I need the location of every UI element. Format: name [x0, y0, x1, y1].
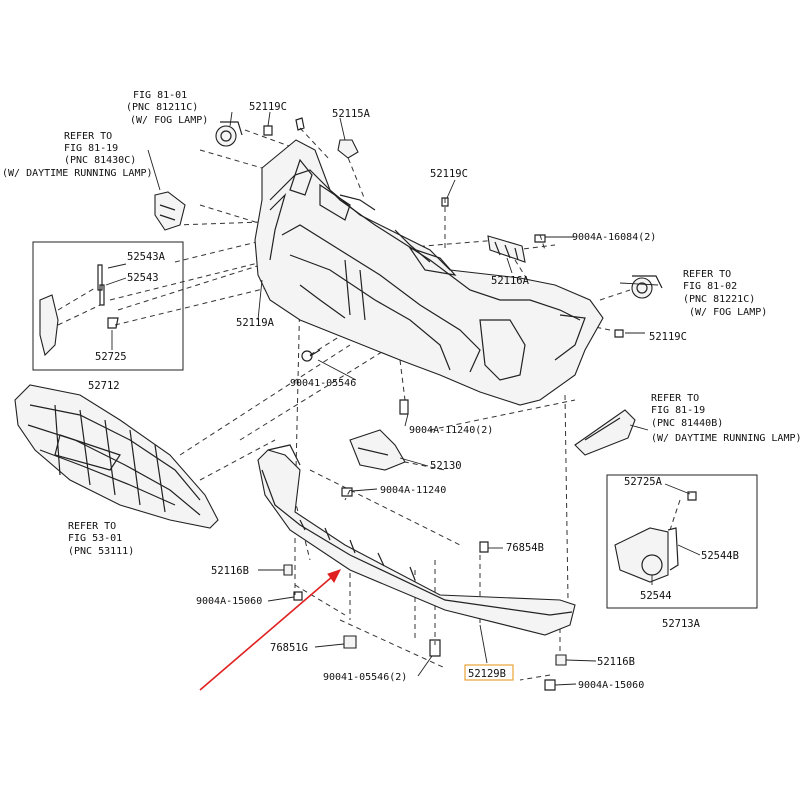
label-52119c-right: 52119C: [649, 331, 687, 343]
label-9004a-11240-2: 9004A-11240(2): [409, 425, 493, 436]
label-wfog-right: (W/ FOG LAMP): [689, 307, 767, 318]
label-52116a: 52116A: [491, 275, 530, 287]
label-52543: 52543: [127, 272, 159, 284]
detail-box-52712: [32, 241, 184, 371]
part-highlight-box: [464, 664, 514, 681]
label-pnc81430c: (PNC 81430C): [64, 155, 136, 166]
label-90041-05546: 90041-05546: [290, 378, 356, 389]
label-52725-box: 52725: [95, 351, 127, 363]
label-52130: 52130: [430, 460, 462, 472]
label-pnc81221c: (PNC 81221C): [683, 294, 755, 305]
label-52119a: 52119A: [236, 317, 275, 329]
lower-spoiler-52129b: [257, 444, 576, 636]
label-refer-grille: REFER TO: [68, 521, 116, 532]
label-fig53-01: FIG 53-01: [68, 533, 122, 544]
label-52543a: 52543A: [127, 251, 166, 263]
label-wdrl-left: (W/ DAYTIME RUNNING LAMP): [2, 168, 153, 179]
label-fig81-01: FIG 81-01: [133, 90, 187, 101]
label-90041-05546-2: 90041-05546(2): [323, 672, 407, 683]
grille-assembly: [14, 384, 219, 529]
label-refer-left: REFER TO: [64, 131, 112, 142]
label-pnc53111: (PNC 53111): [68, 546, 134, 557]
label-52116b-left: 52116B: [211, 565, 249, 577]
label-52129b: 52129B: [468, 668, 506, 680]
label-76854b: 76854B: [506, 542, 544, 554]
label-9004a-15060-right: 9004A-15060: [578, 680, 644, 691]
label-refer-right1: REFER TO: [683, 269, 731, 280]
pointer-arrow: [199, 569, 341, 691]
label-pnc81440b: (PNC 81440B): [651, 418, 723, 429]
label-52725a: 52725A: [624, 476, 663, 488]
label-fig81-19-left: FIG 81-19: [64, 143, 118, 154]
label-52119c-top: 52119C: [249, 101, 287, 113]
label-52544b: 52544B: [701, 550, 739, 562]
label-9004a-16084: 9004A-16084(2): [572, 232, 656, 243]
label-76851g: 76851G: [270, 642, 308, 654]
bumper-cover-52119a: [254, 139, 604, 406]
label-52116b-right: 52116B: [597, 656, 635, 668]
label-pnc81211c: (PNC 81211C): [126, 102, 198, 113]
small-parts: [154, 117, 663, 691]
label-wfog-top: (W/ FOG LAMP): [130, 115, 208, 126]
label-9004a-11240: 9004A-11240: [380, 485, 446, 496]
label-wdrl-right: (W/ DAYTIME RUNNING LAMP): [651, 433, 800, 444]
leader-lines: [105, 111, 701, 686]
label-9004a-15060-left: 9004A-15060: [196, 596, 262, 607]
label-52115a: 52115A: [332, 108, 371, 120]
label-52119c-mid: 52119C: [430, 168, 468, 180]
label-52544: 52544: [640, 590, 672, 602]
label-fig81-19-right: FIG 81-19: [651, 405, 705, 416]
label-refer-right2: REFER TO: [651, 393, 699, 404]
label-52713a: 52713A: [662, 618, 701, 630]
detail-box-52713a: [606, 474, 758, 609]
part-labels: FIG 81-01 (PNC 81211C) (W/ FOG LAMP) 521…: [2, 90, 800, 691]
guide-lines: [109, 127, 631, 681]
label-fig81-02: FIG 81-02: [683, 281, 737, 292]
label-52712: 52712: [88, 380, 120, 392]
